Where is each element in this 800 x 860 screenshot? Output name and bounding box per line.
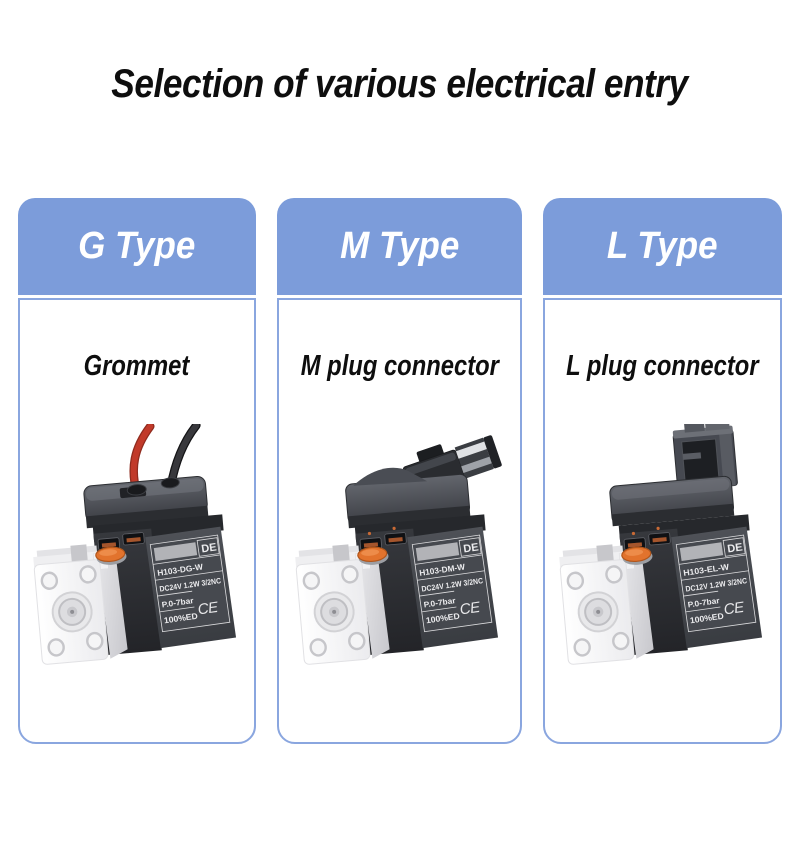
spec-label-panel: DE H103-EL-W DC12V 1.2W 3/2NC P.0-7bar 1… <box>670 526 762 649</box>
spec-label-panel: DE H103-DG-W DC24V 1.2W 3/2NC P.0-7bar 1… <box>145 526 236 649</box>
card-l-type: L Type L plug connector <box>543 198 782 744</box>
orange-knob <box>357 546 389 566</box>
entry-label-g: Grommet <box>83 350 190 382</box>
ce-mark: CE <box>459 599 482 619</box>
type-label-g: G Type <box>78 225 196 267</box>
card-header-m-type: M Type <box>276 198 523 295</box>
duty-text: 100%ED <box>426 611 461 626</box>
brand-text: DE <box>200 542 217 556</box>
valve-body <box>33 544 128 665</box>
page-title-text: Selection of various electrical entry <box>111 62 689 106</box>
l-plug <box>672 424 738 491</box>
card-body-l-type: L plug connector <box>543 298 782 744</box>
ce-mark: CE <box>196 599 219 619</box>
card-body-g-type: Grommet <box>18 298 256 744</box>
type-label-l: L Type <box>607 225 719 267</box>
spec-label-panel: DE H103-DM-W DC24V 1.2W 3/2NC P.0-7bar 1… <box>407 526 499 649</box>
orange-knob <box>620 546 653 566</box>
duty-text: 100%ED <box>163 611 198 626</box>
card-body-m-type: M plug connector <box>276 298 523 744</box>
ce-mark: CE <box>722 599 745 619</box>
pressure-text: P.0-7bar <box>161 596 194 609</box>
card-g-type: G Type Grommet <box>18 198 256 744</box>
card-header-l-type: L Type <box>543 198 782 295</box>
pressure-text: P.0-7bar <box>424 596 457 609</box>
type-label-m: M Type <box>339 225 460 267</box>
product-image-m-plug-valve: DE H103-DM-W DC24V 1.2W 3/2NC P.0-7bar 1… <box>295 435 503 665</box>
valve-top-cap <box>83 476 209 529</box>
page-title: Selection of various electrical entry <box>0 60 800 108</box>
product-image-l-plug-valve: DE H103-EL-W DC12V 1.2W 3/2NC P.0-7bar 1… <box>558 424 762 665</box>
valve-body <box>558 544 654 665</box>
type-columns: G Type Grommet <box>18 198 782 744</box>
card-header-g-type: G Type <box>18 198 256 295</box>
valve-top-cap <box>345 468 471 529</box>
infographic-root: Selection of various electrical entry G … <box>0 60 800 744</box>
card-m-type: M Type M plug connector <box>276 198 523 744</box>
brand-text: DE <box>726 542 743 556</box>
product-image-grommet-valve: DE H103-DG-W DC24V 1.2W 3/2NC P.0-7bar 1… <box>33 424 236 665</box>
valve-top-cap <box>608 476 734 527</box>
valve-body <box>295 544 391 665</box>
pressure-text: P.0-7bar <box>687 596 720 609</box>
orange-knob <box>95 546 127 566</box>
brand-text: DE <box>463 542 480 556</box>
entry-label-m: M plug connector <box>300 350 499 382</box>
entry-label-l: L plug connector <box>566 350 759 382</box>
duty-text: 100%ED <box>689 611 724 626</box>
